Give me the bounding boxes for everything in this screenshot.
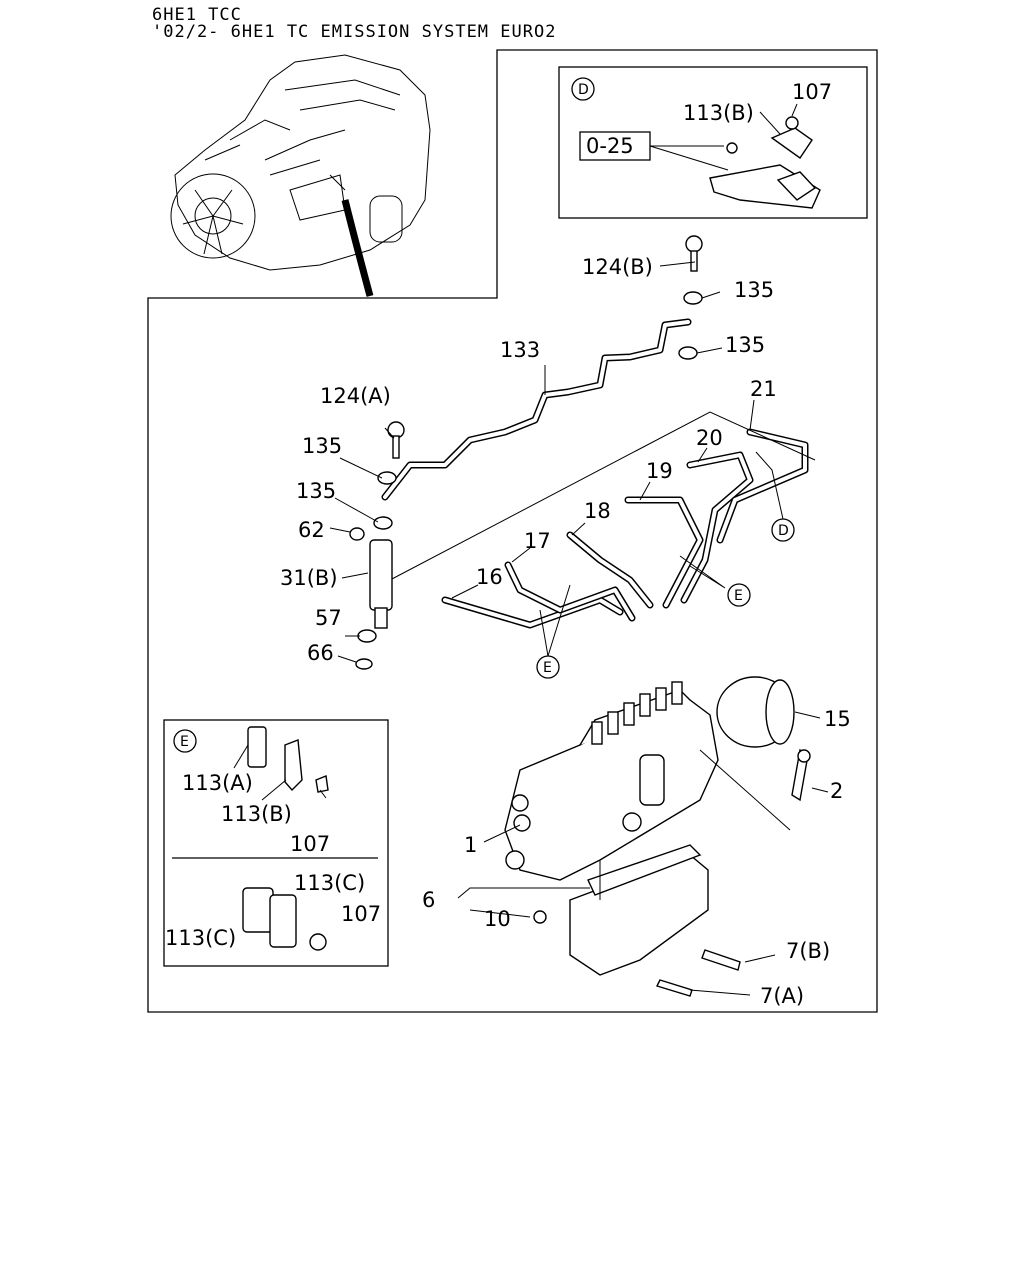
callout-124a: 124(A) xyxy=(320,384,391,408)
detail-d-marker-label: D xyxy=(578,82,589,98)
callout-124b: 124(B) xyxy=(582,255,653,279)
detail-d-bracket-drawing xyxy=(649,103,821,209)
ref-marker-d-label: D xyxy=(778,523,789,539)
callout-1: 1 xyxy=(464,833,477,857)
ref-marker-e-right-label: E xyxy=(734,588,743,604)
callout-20: 20 xyxy=(696,426,723,450)
callout-16: 16 xyxy=(476,565,503,589)
injection-pump xyxy=(504,676,811,997)
main-frame xyxy=(147,49,878,1013)
detail-e-label-107a: 107 xyxy=(290,832,330,856)
callout-31b: 31(B) xyxy=(280,566,338,590)
fuel-pipes xyxy=(381,318,809,629)
detail-e-box xyxy=(163,719,389,967)
detail-e-marker-label: E xyxy=(180,734,189,750)
callout-18: 18 xyxy=(584,499,611,523)
callout-21: 21 xyxy=(750,377,777,401)
callout-66: 66 xyxy=(307,641,334,665)
callout-133: 133 xyxy=(500,338,540,362)
callout-135-left-bottom: 135 xyxy=(296,479,336,503)
detail-e-label-113c-left: 113(C) xyxy=(165,926,236,950)
callout-135-top: 135 xyxy=(734,278,774,302)
detail-e-label-107b: 107 xyxy=(341,902,381,926)
callout-2: 2 xyxy=(830,779,843,803)
detail-e-label-113b: 113(B) xyxy=(221,802,292,826)
detail-e-clamp-drawings xyxy=(233,726,329,951)
engine-overview xyxy=(170,54,431,297)
callout-19: 19 xyxy=(646,459,673,483)
callout-6: 6 xyxy=(422,888,435,912)
callout-135-left-top: 135 xyxy=(302,434,342,458)
callout-57: 57 xyxy=(315,606,342,630)
callout-15: 15 xyxy=(824,707,851,731)
callout-17: 17 xyxy=(524,529,551,553)
detail-e-label-113c-right: 113(C) xyxy=(294,871,365,895)
callout-62: 62 xyxy=(298,518,325,542)
detail-d-label-025: 0-25 xyxy=(586,134,634,158)
callout-10: 10 xyxy=(484,907,511,931)
callout-7a: 7(A) xyxy=(760,984,804,1008)
ref-marker-e-right xyxy=(727,583,751,607)
injector-assembly xyxy=(349,235,703,670)
detail-e-label-113a: 113(A) xyxy=(182,771,253,795)
header-line-1: 6HE1 TCC xyxy=(152,5,242,25)
detail-d-marker xyxy=(571,77,595,101)
detail-d-label-113b: 113(B) xyxy=(683,101,754,125)
reference-line xyxy=(389,411,816,581)
header-line-2: '02/2- 6HE1 TC EMISSION SYSTEM EURO2 xyxy=(152,22,557,42)
detail-e-marker xyxy=(173,729,197,753)
detail-d-box xyxy=(558,66,868,219)
callout-7b: 7(B) xyxy=(786,939,830,963)
leader-lines xyxy=(329,261,829,996)
ref-marker-e-left-label: E xyxy=(543,660,552,676)
detail-d-label-107: 107 xyxy=(792,80,832,104)
callout-135-second: 135 xyxy=(725,333,765,357)
